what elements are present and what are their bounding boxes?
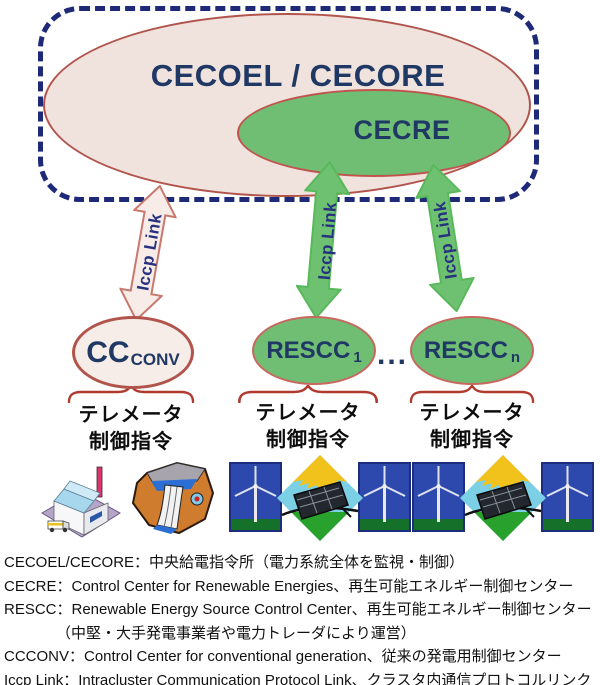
caption-conv-line1: テレメータ [78, 404, 184, 426]
cecoel-cecore-label: CECOEL / CECORE [150, 58, 446, 93]
caption-resccn: テレメータ 制御指令 [402, 400, 542, 454]
ccconv-subscript: CONV [130, 349, 180, 369]
resccn-subscript: n [510, 349, 521, 366]
hydro-dam-icon [131, 461, 215, 535]
renewable-sites-group-n [412, 455, 594, 541]
wind-turbine-icon [229, 462, 282, 532]
cluster-dashed-border [38, 6, 539, 202]
solar-panel-icon [277, 455, 363, 541]
resccn-ellipse: RESCC n [410, 316, 534, 385]
resccn-label: RESCC [423, 336, 508, 364]
iccp-link-arrow-resccn [414, 163, 476, 313]
rescc1-subscript: 1 [353, 349, 362, 366]
legend-line-rescc: RESCC：Renewable Energy Source Control Ce… [4, 601, 592, 618]
legend-line-iccp: Iccp Link：Intracluster Communication Pro… [4, 671, 592, 685]
brace-rescc1 [237, 385, 379, 403]
caption-resccn-line1: テレメータ [419, 402, 525, 424]
legend-line-ccconv: CCCONV：Control Center for conventional g… [4, 648, 562, 665]
rescc1-ellipse: RESCC 1 [252, 316, 376, 385]
legend-line-cecre: CECRE：Control Center for Renewable Energ… [4, 577, 574, 595]
caption-rescc1: テレメータ 制御指令 [238, 400, 378, 454]
cecre-ellipse: CECRE [237, 89, 511, 177]
caption-rescc1-line1: テレメータ [255, 402, 361, 424]
wind-turbine-icon [358, 462, 411, 532]
wind-turbine-icon [541, 462, 594, 532]
legend-block: CECOEL/CECORE：中央給電指令所（電力系統全体を監視・制御） CECR… [4, 551, 592, 685]
wind-turbine-icon [412, 462, 465, 532]
caption-resccn-line2: 制御指令 [430, 429, 514, 451]
legend-line-rescc-note: （中堅・大手発電事業者や電力トレーダにより運営） [56, 624, 416, 642]
ccconv-label: CC [86, 335, 130, 369]
ellipsis-between-rescc: ... [377, 338, 409, 371]
solar-panel-icon [460, 455, 546, 541]
brace-resccn [409, 385, 535, 403]
factory-icon [41, 466, 121, 538]
legend-line-cecoel: CECOEL/CECORE：中央給電指令所（電力系統全体を監視・制御） [4, 554, 465, 571]
renewable-sites-group-1 [229, 455, 411, 541]
caption-conv: テレメータ 制御指令 [61, 402, 201, 456]
ccconv-ellipse: CC CONV [72, 316, 194, 389]
caption-rescc1-line2: 制御指令 [266, 429, 350, 451]
rescc1-label: RESCC [266, 336, 351, 364]
cecre-label: CECRE [353, 115, 451, 145]
caption-conv-line2: 制御指令 [89, 431, 173, 453]
